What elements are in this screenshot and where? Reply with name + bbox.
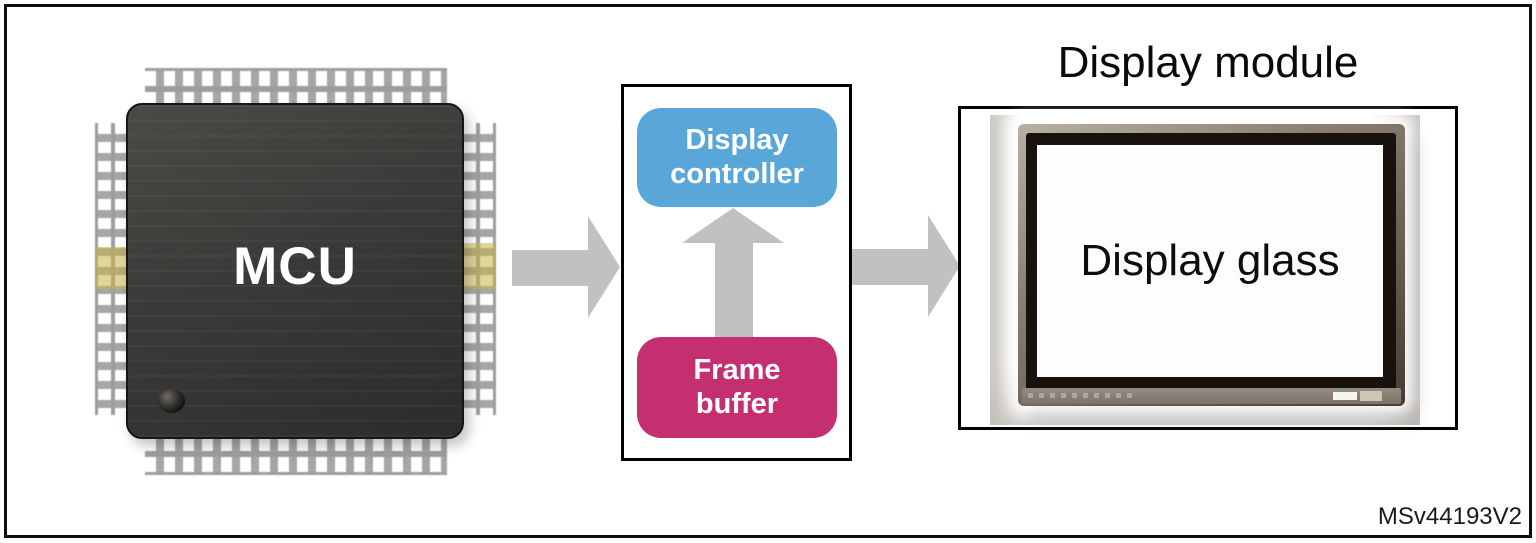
mcu-pin1-marker [158,389,185,413]
frame-buffer-label: Frame buffer [693,353,781,420]
arrow-shaft [852,249,932,285]
arrow-head-icon [682,208,784,243]
frame-buffer-node: Frame buffer [637,337,837,438]
mcu-pins-bottom [145,433,447,475]
arrow-shaft [715,241,753,337]
display-bottom-bar [1022,388,1401,404]
display-screen: Display glass [1037,145,1383,377]
display-controller-node: Display controller [637,108,837,207]
mcu-label: MCU [233,236,357,296]
display-module-title: Display module [1057,38,1359,87]
watermark: MSv44193V2 [1377,503,1522,530]
display-bar-marks [1028,393,1138,398]
mcu-pins-right [460,123,496,415]
display-bar-button-white [1333,392,1357,400]
arrow-head-icon [588,216,620,318]
display-photo: Display glass [990,115,1420,425]
arrow-head-icon [928,215,960,317]
mcu-chip-body: MCU [126,103,464,439]
arrow-shaft [512,250,592,286]
display-glass-label: Display glass [1080,236,1340,285]
display-device-frame: Display glass [1018,124,1405,406]
display-bar-button-beige [1360,391,1382,401]
display-controller-label: Display controller [670,123,804,190]
